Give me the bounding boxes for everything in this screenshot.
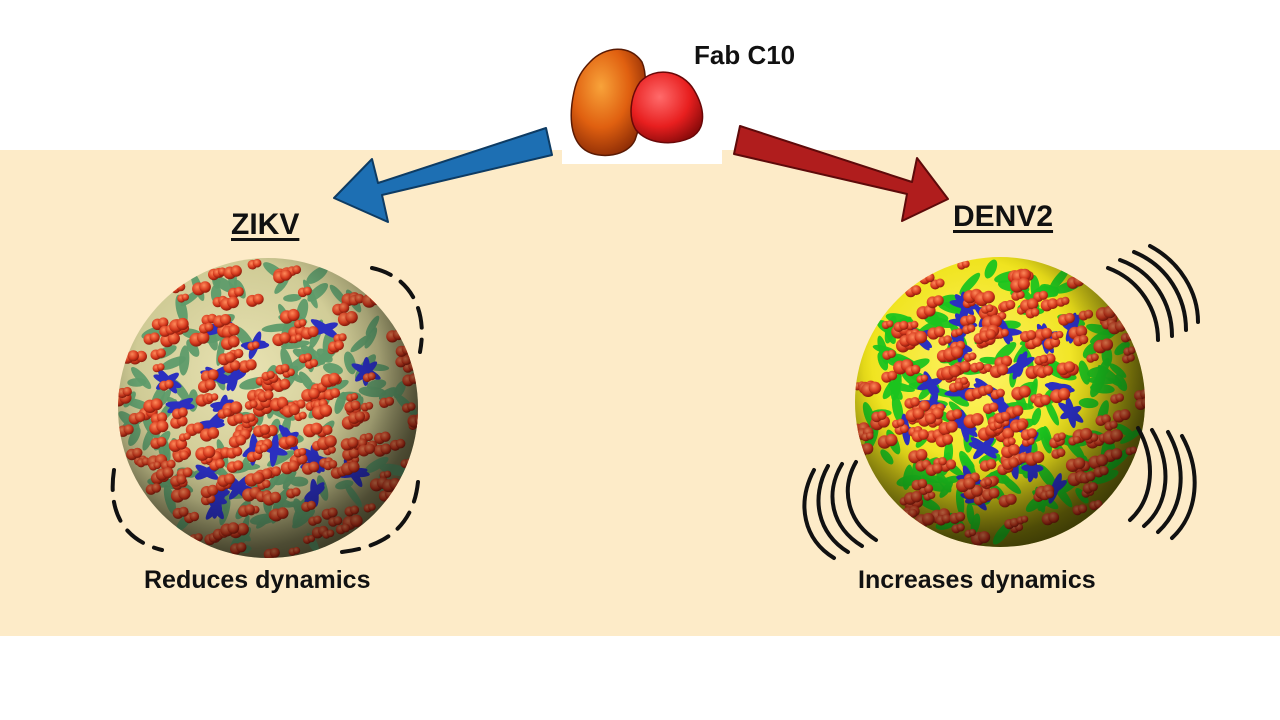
arrow-to-zikv xyxy=(333,127,553,223)
fab-antibody-icon xyxy=(570,48,704,157)
zikv-title: ZIKV xyxy=(231,208,300,241)
arrow-to-denv2 xyxy=(733,125,949,222)
denv2-caption: Increases dynamics xyxy=(858,566,1096,594)
denv2-motion-lines xyxy=(802,244,1200,560)
zikv-caption: Reduces dynamics xyxy=(144,566,371,594)
denv2-title: DENV2 xyxy=(953,200,1054,233)
zikv-virion-icon xyxy=(118,258,418,558)
denv2-virion-icon xyxy=(855,257,1145,547)
zikv-dashed-brackets xyxy=(110,266,424,554)
fab-label: Fab C10 xyxy=(694,40,796,70)
